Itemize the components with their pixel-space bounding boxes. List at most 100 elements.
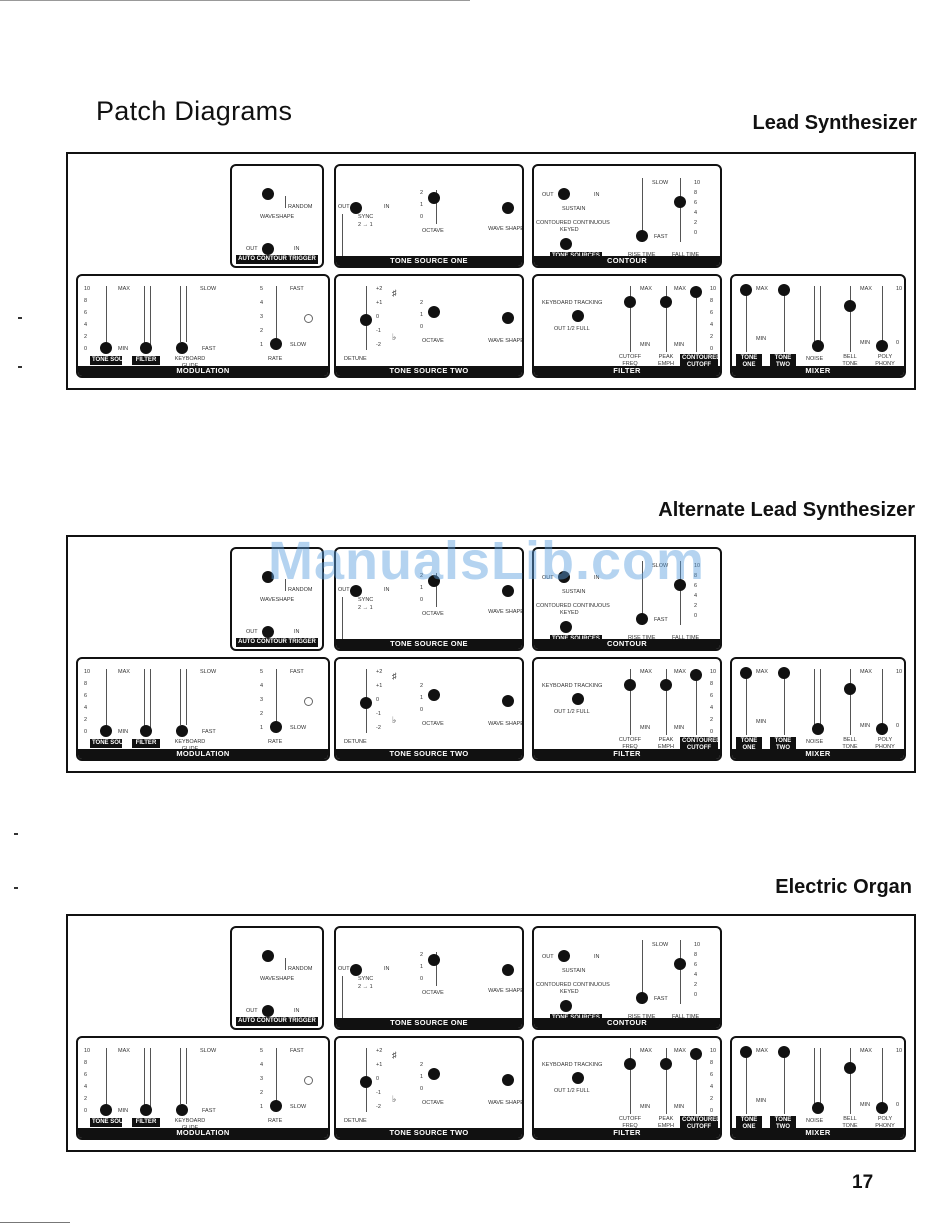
octave-knob[interactable] <box>428 954 440 966</box>
bell-tone-knob[interactable] <box>844 300 856 312</box>
rate-led <box>304 314 313 323</box>
contoured-cutoff-knob[interactable] <box>690 286 702 298</box>
octave-two-knob[interactable] <box>428 1068 440 1080</box>
peak-emph-knob[interactable] <box>660 296 672 308</box>
act-switch[interactable] <box>262 243 274 255</box>
tone-two-knob[interactable] <box>778 284 790 296</box>
sustain-label: SUSTAIN <box>562 968 586 974</box>
octave-two-knob[interactable] <box>428 306 440 318</box>
polyphony-knob[interactable] <box>876 1102 888 1114</box>
rate-knob[interactable] <box>270 721 282 733</box>
auto-contour-trigger-label: AUTO CONTOUR TRIGGER <box>236 638 318 647</box>
fall-time-knob[interactable] <box>674 196 686 208</box>
wave-shape-knob[interactable] <box>502 585 514 597</box>
sync-switch[interactable] <box>350 202 362 214</box>
mixer-panel: MAX MIN MAX MIN 10 0 TONE ONE TONE TWO N… <box>730 274 906 378</box>
bell-tone-knob[interactable] <box>844 1062 856 1074</box>
filter-label: FILTER <box>534 749 720 759</box>
mixer-label: MIXER <box>732 749 904 759</box>
contour-panel: OUT IN SUSTAIN CONTOURED CONTINUOUS KEYE… <box>532 164 722 268</box>
contour-panel: OUT IN SUSTAIN CONTOURED CONTINUOUS KEYE… <box>532 926 722 1030</box>
detune-knob[interactable] <box>360 314 372 326</box>
detune-knob[interactable] <box>360 697 372 709</box>
fall-time-knob[interactable] <box>674 958 686 970</box>
contour-label: CONTOUR <box>534 1018 720 1028</box>
fall-time-knob[interactable] <box>674 579 686 591</box>
keyed-switch[interactable] <box>560 238 572 250</box>
margin-mark <box>18 317 22 319</box>
keyboard-glide-knob[interactable] <box>176 725 188 737</box>
wave-shape-knob[interactable] <box>502 964 514 976</box>
cutoff-knob[interactable] <box>624 679 636 691</box>
auto-contour-trigger-label: AUTO CONTOUR TRIGGER <box>236 255 318 264</box>
sync-switch[interactable] <box>350 964 362 976</box>
act-switch[interactable] <box>262 626 274 638</box>
peak-emph-knob[interactable] <box>660 1058 672 1070</box>
mod-tone-sources-knob[interactable] <box>100 1104 112 1116</box>
tone-one-knob[interactable] <box>740 284 752 296</box>
polyphony-knob[interactable] <box>876 340 888 352</box>
noise-knob[interactable] <box>812 723 824 735</box>
modulation-label: MODULATION <box>78 749 328 759</box>
cutoff-knob[interactable] <box>624 296 636 308</box>
contoured-cutoff-knob[interactable] <box>690 669 702 681</box>
polyphony-knob[interactable] <box>876 723 888 735</box>
rise-time-knob[interactable] <box>636 230 648 242</box>
waveshape-label: WAVESHAPE <box>260 214 295 220</box>
contour-panel: OUT IN SUSTAIN CONTOURED CONTINUOUS KEYE… <box>532 547 722 651</box>
cutoff-knob[interactable] <box>624 1058 636 1070</box>
peak-emph-knob[interactable] <box>660 679 672 691</box>
keyboard-glide-knob[interactable] <box>176 342 188 354</box>
tone-two-knob[interactable] <box>778 1046 790 1058</box>
keyboard-tracking-knob[interactable] <box>572 310 584 322</box>
keyboard-tracking-knob[interactable] <box>572 693 584 705</box>
octave-two-knob[interactable] <box>428 689 440 701</box>
random-label: RANDOM <box>288 966 313 972</box>
waveshape-knob[interactable] <box>262 571 274 583</box>
rate-knob[interactable] <box>270 338 282 350</box>
mixer-label: MIXER <box>732 366 904 376</box>
random-label: RANDOM <box>288 204 313 210</box>
keyboard-tracking-knob[interactable] <box>572 1072 584 1084</box>
rate-knob[interactable] <box>270 1100 282 1112</box>
wave-shape-knob[interactable] <box>502 202 514 214</box>
sustain-switch[interactable] <box>558 571 570 583</box>
wave-shape-two-knob[interactable] <box>502 1074 514 1086</box>
waveshape-knob[interactable] <box>262 950 274 962</box>
rise-time-knob[interactable] <box>636 992 648 1004</box>
patch-title-3: Electric Organ <box>775 876 912 898</box>
mod-filter-knob[interactable] <box>140 725 152 737</box>
sustain-switch[interactable] <box>558 188 570 200</box>
tone-source-two-label: TONE SOURCE TWO <box>336 749 522 759</box>
keyboard-glide-knob[interactable] <box>176 1104 188 1116</box>
tone-source-one-panel: OUT IN SYNC 2 → 1 2 1 0 OCTAVE WAVE SHAP… <box>334 164 524 268</box>
sync-switch[interactable] <box>350 585 362 597</box>
filter-label: FILTER <box>534 1128 720 1138</box>
mod-tone-sources-knob[interactable] <box>100 342 112 354</box>
contoured-cutoff-knob[interactable] <box>690 1048 702 1060</box>
modulation-panel: 10 8 6 4 2 0 MAX MIN TONE SOURCES FILTER… <box>76 274 330 378</box>
act-switch[interactable] <box>262 1005 274 1017</box>
noise-knob[interactable] <box>812 1102 824 1114</box>
octave-knob[interactable] <box>428 192 440 204</box>
mod-tone-sources-knob[interactable] <box>100 725 112 737</box>
modulation-panel: 10 8 6 4 2 0 MAX MIN TONE SOURCES FILTER… <box>76 657 330 761</box>
wave-shape-two-knob[interactable] <box>502 695 514 707</box>
octave-knob[interactable] <box>428 575 440 587</box>
wave-shape-two-knob[interactable] <box>502 312 514 324</box>
tone-one-knob[interactable] <box>740 1046 752 1058</box>
mod-filter-knob[interactable] <box>140 1104 152 1116</box>
sustain-switch[interactable] <box>558 950 570 962</box>
bell-tone-knob[interactable] <box>844 683 856 695</box>
rise-time-knob[interactable] <box>636 613 648 625</box>
contour-label: CONTOUR <box>534 639 720 649</box>
tone-one-knob[interactable] <box>740 667 752 679</box>
auto-contour-panel: RANDOM WAVESHAPE OUT IN AUTO CONTOUR TRI… <box>230 547 324 651</box>
tone-two-knob[interactable] <box>778 667 790 679</box>
waveshape-knob[interactable] <box>262 188 274 200</box>
keyed-switch[interactable] <box>560 1000 572 1012</box>
detune-knob[interactable] <box>360 1076 372 1088</box>
keyed-switch[interactable] <box>560 621 572 633</box>
mod-filter-knob[interactable] <box>140 342 152 354</box>
noise-knob[interactable] <box>812 340 824 352</box>
